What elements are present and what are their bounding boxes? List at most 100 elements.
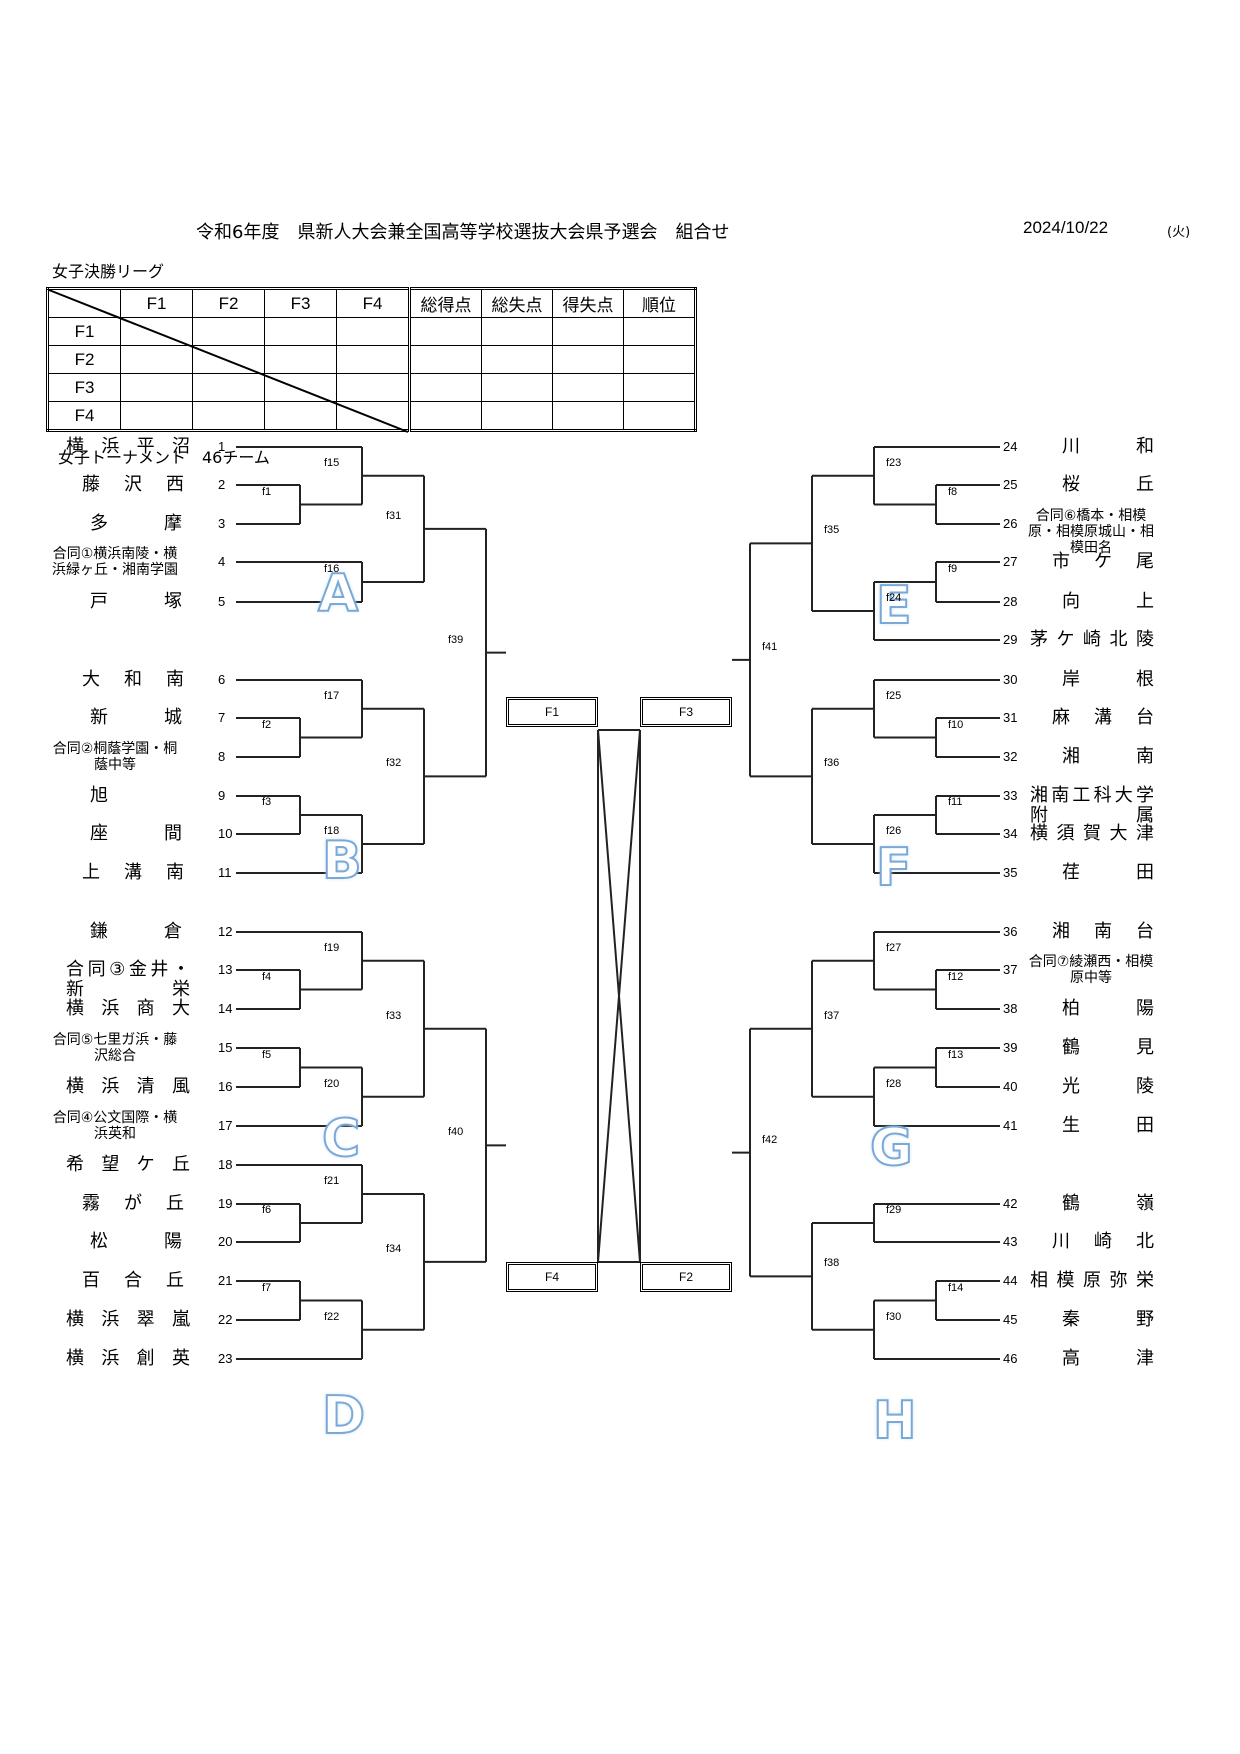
match-label-f34: f34 — [386, 1242, 402, 1255]
team-seed: 37 — [1003, 962, 1018, 977]
match-label-f12: f12 — [948, 970, 964, 983]
team-name: 合同④公文国際・横浜英和 — [52, 1110, 178, 1142]
match-label-f36: f36 — [824, 757, 840, 770]
page-title: 令和6年度 県新人大会兼全国高等学校選抜大会県予選会 組合せ — [196, 222, 730, 243]
team-name: 湘南台 — [1052, 921, 1154, 942]
team-seed: 40 — [1003, 1079, 1018, 1094]
final-slot-f4: F4 — [506, 1262, 598, 1292]
team-seed: 9 — [218, 788, 226, 803]
final-slot-f3: F3 — [640, 697, 732, 727]
team-seed: 2 — [218, 477, 226, 492]
team-name: 横須賀大津 — [1030, 823, 1154, 844]
team-name: 市ケ尾 — [1052, 551, 1154, 572]
team-seed: 10 — [218, 826, 233, 841]
block-label-g: G — [869, 1118, 914, 1178]
block-label-e: E — [875, 576, 913, 636]
match-label-f17: f17 — [324, 689, 340, 702]
team-seed: 31 — [1003, 710, 1018, 725]
block-label-c: C — [321, 1109, 361, 1169]
team-seed: 39 — [1003, 1040, 1018, 1055]
team-seed: 19 — [218, 1196, 233, 1211]
team-name: 新城 — [90, 707, 182, 728]
team-seed: 11 — [218, 865, 232, 880]
team-seed: 46 — [1003, 1351, 1018, 1366]
team-seed: 3 — [218, 516, 226, 531]
stat-cell — [408, 373, 482, 402]
team-seed: 23 — [218, 1351, 233, 1366]
block-label-a: A — [317, 564, 359, 624]
match-label-f27: f27 — [886, 941, 902, 954]
final-cross-line — [597, 729, 641, 1263]
match-label-f32: f32 — [386, 757, 402, 770]
team-name: 柏陽 — [1062, 998, 1154, 1019]
match-label-f9: f9 — [948, 563, 958, 575]
team-seed: 35 — [1003, 865, 1018, 880]
stat-cell — [552, 317, 624, 346]
team-seed: 30 — [1003, 672, 1018, 687]
block-label-h: H — [872, 1391, 918, 1451]
stat-header: 順位 — [623, 288, 696, 318]
team-seed: 20 — [218, 1234, 233, 1249]
match-label-f20: f20 — [324, 1077, 340, 1090]
team-seed: 1 — [218, 439, 226, 454]
team-seed: 36 — [1003, 924, 1018, 939]
match-label-f29: f29 — [886, 1204, 902, 1216]
match-label-f10: f10 — [948, 718, 964, 731]
team-seed: 16 — [218, 1079, 233, 1094]
team-name: 横浜翠嵐 — [66, 1309, 190, 1330]
team-name: 荏田 — [1062, 862, 1154, 883]
team-seed: 34 — [1003, 826, 1018, 841]
match-label-f15: f15 — [324, 456, 340, 469]
match-label-f1: f1 — [262, 485, 272, 498]
date: 2024/10/22 — [1023, 218, 1109, 237]
team-seed: 4 — [218, 554, 226, 569]
team-name: 合同③金井・新栄 — [66, 959, 190, 1000]
match-label-f21: f21 — [324, 1175, 340, 1187]
team-name: 生田 — [1062, 1115, 1154, 1136]
stat-cell — [481, 401, 553, 431]
match-label-f23: f23 — [886, 456, 902, 469]
team-seed: 25 — [1003, 477, 1018, 492]
team-name: 大和南 — [82, 669, 184, 690]
team-name: 光陵 — [1062, 1076, 1154, 1097]
match-label-f25: f25 — [886, 689, 902, 702]
team-seed: 42 — [1003, 1196, 1018, 1211]
match-label-f38: f38 — [824, 1257, 840, 1270]
team-name: 横浜創英 — [66, 1348, 190, 1369]
team-seed: 28 — [1003, 594, 1018, 609]
team-seed: 29 — [1003, 632, 1018, 647]
match-label-f30: f30 — [886, 1310, 902, 1323]
match-label-f28: f28 — [886, 1077, 902, 1090]
team-name: 藤沢西 — [82, 474, 184, 495]
match-label-f6: f6 — [262, 1204, 272, 1216]
final-slot-f2: F2 — [640, 1262, 732, 1292]
team-name: 横浜平沼 — [66, 436, 190, 457]
team-seed: 45 — [1003, 1312, 1018, 1327]
team-name: 鎌倉 — [90, 921, 182, 942]
team-seed: 6 — [218, 672, 226, 687]
team-seed: 18 — [218, 1157, 233, 1172]
team-name: 座間 — [90, 823, 182, 844]
match-label-f5: f5 — [262, 1048, 272, 1061]
block-label-d: D — [321, 1386, 366, 1446]
team-name: 霧が丘 — [82, 1193, 184, 1214]
team-seed: 7 — [218, 710, 226, 725]
team-seed: 17 — [218, 1118, 233, 1133]
team-name: 横浜商大 — [66, 998, 190, 1019]
team-name: 合同②桐蔭学園・桐蔭中等 — [52, 741, 178, 773]
match-label-f3: f3 — [262, 796, 272, 808]
team-seed: 15 — [218, 1040, 233, 1055]
match-label-f31: f31 — [386, 509, 402, 522]
team-name: 川和 — [1062, 436, 1154, 457]
team-name: 鶴見 — [1062, 1037, 1154, 1058]
team-seed: 26 — [1003, 516, 1018, 531]
match-label-f16: f16 — [324, 563, 340, 575]
team-name: 多摩 — [90, 513, 182, 534]
match-label-f26: f26 — [886, 825, 902, 837]
match-label-f8: f8 — [948, 485, 958, 498]
stat-cell — [623, 373, 696, 402]
match-label-f35: f35 — [824, 524, 840, 537]
team-seed: 33 — [1003, 788, 1018, 803]
team-name: 川崎北 — [1052, 1231, 1154, 1252]
